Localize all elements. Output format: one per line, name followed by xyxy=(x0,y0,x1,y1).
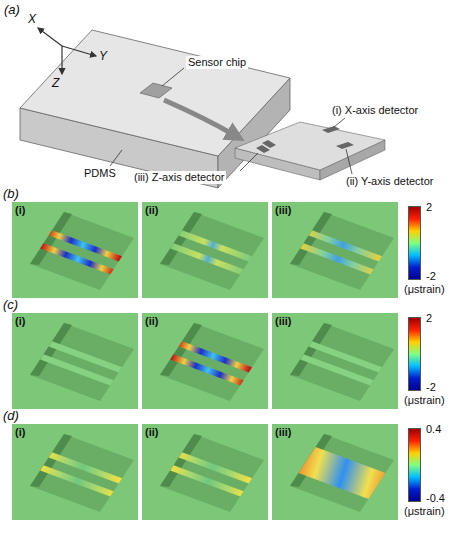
part-label: (iii) Z-axis detector xyxy=(132,171,226,184)
scale-value: -0.4 xyxy=(426,492,445,505)
subpanel-label: (i) xyxy=(15,426,25,439)
scale-value: 2 xyxy=(426,201,432,214)
subpanel-label: (ii) xyxy=(145,204,158,217)
subpanel-label: (iii) xyxy=(275,204,292,217)
part-label: (i) X-axis detector xyxy=(330,104,420,117)
fem-model-illustration xyxy=(0,0,474,195)
scale-value: 0.4 xyxy=(426,423,441,436)
strain-map xyxy=(142,202,268,298)
scale-value: 2 xyxy=(426,312,432,325)
subpanel-label: (ii) xyxy=(145,426,158,439)
strain-map xyxy=(12,313,138,409)
scale-value: -2 xyxy=(426,270,436,283)
part-label: Sensor chip xyxy=(186,56,248,69)
color-bar xyxy=(408,428,421,502)
scale-unit: (μstrain) xyxy=(404,505,445,518)
subpanel-label: (iii) xyxy=(275,315,292,328)
subpanel-label: (ii) xyxy=(145,315,158,328)
scale-unit: (μstrain) xyxy=(404,283,445,296)
axis-label: X xyxy=(28,13,36,27)
axis-label: Y xyxy=(99,50,107,64)
subpanel-label: (i) xyxy=(15,315,25,328)
color-bar xyxy=(408,317,421,391)
strain-map xyxy=(142,424,268,520)
subpanel-label: (i) xyxy=(15,204,25,217)
strain-map xyxy=(12,424,138,520)
strain-map xyxy=(12,202,138,298)
subpanel-label: (iii) xyxy=(275,426,292,439)
color-bar xyxy=(408,206,421,280)
part-label: (ii) Y-axis detector xyxy=(344,175,435,188)
panel-letter: (d) xyxy=(3,409,19,424)
part-label: PDMS xyxy=(82,167,118,180)
scale-value: -2 xyxy=(426,381,436,394)
panel-letter: (c) xyxy=(3,298,18,313)
strain-map xyxy=(272,202,398,298)
strain-map xyxy=(272,424,398,520)
axis-label: Z xyxy=(52,77,59,91)
panel-letter: (b) xyxy=(3,187,19,202)
scale-unit: (μstrain) xyxy=(404,394,445,407)
strain-map xyxy=(142,313,268,409)
strain-map xyxy=(272,313,398,409)
panel-letter: (a) xyxy=(4,3,20,18)
